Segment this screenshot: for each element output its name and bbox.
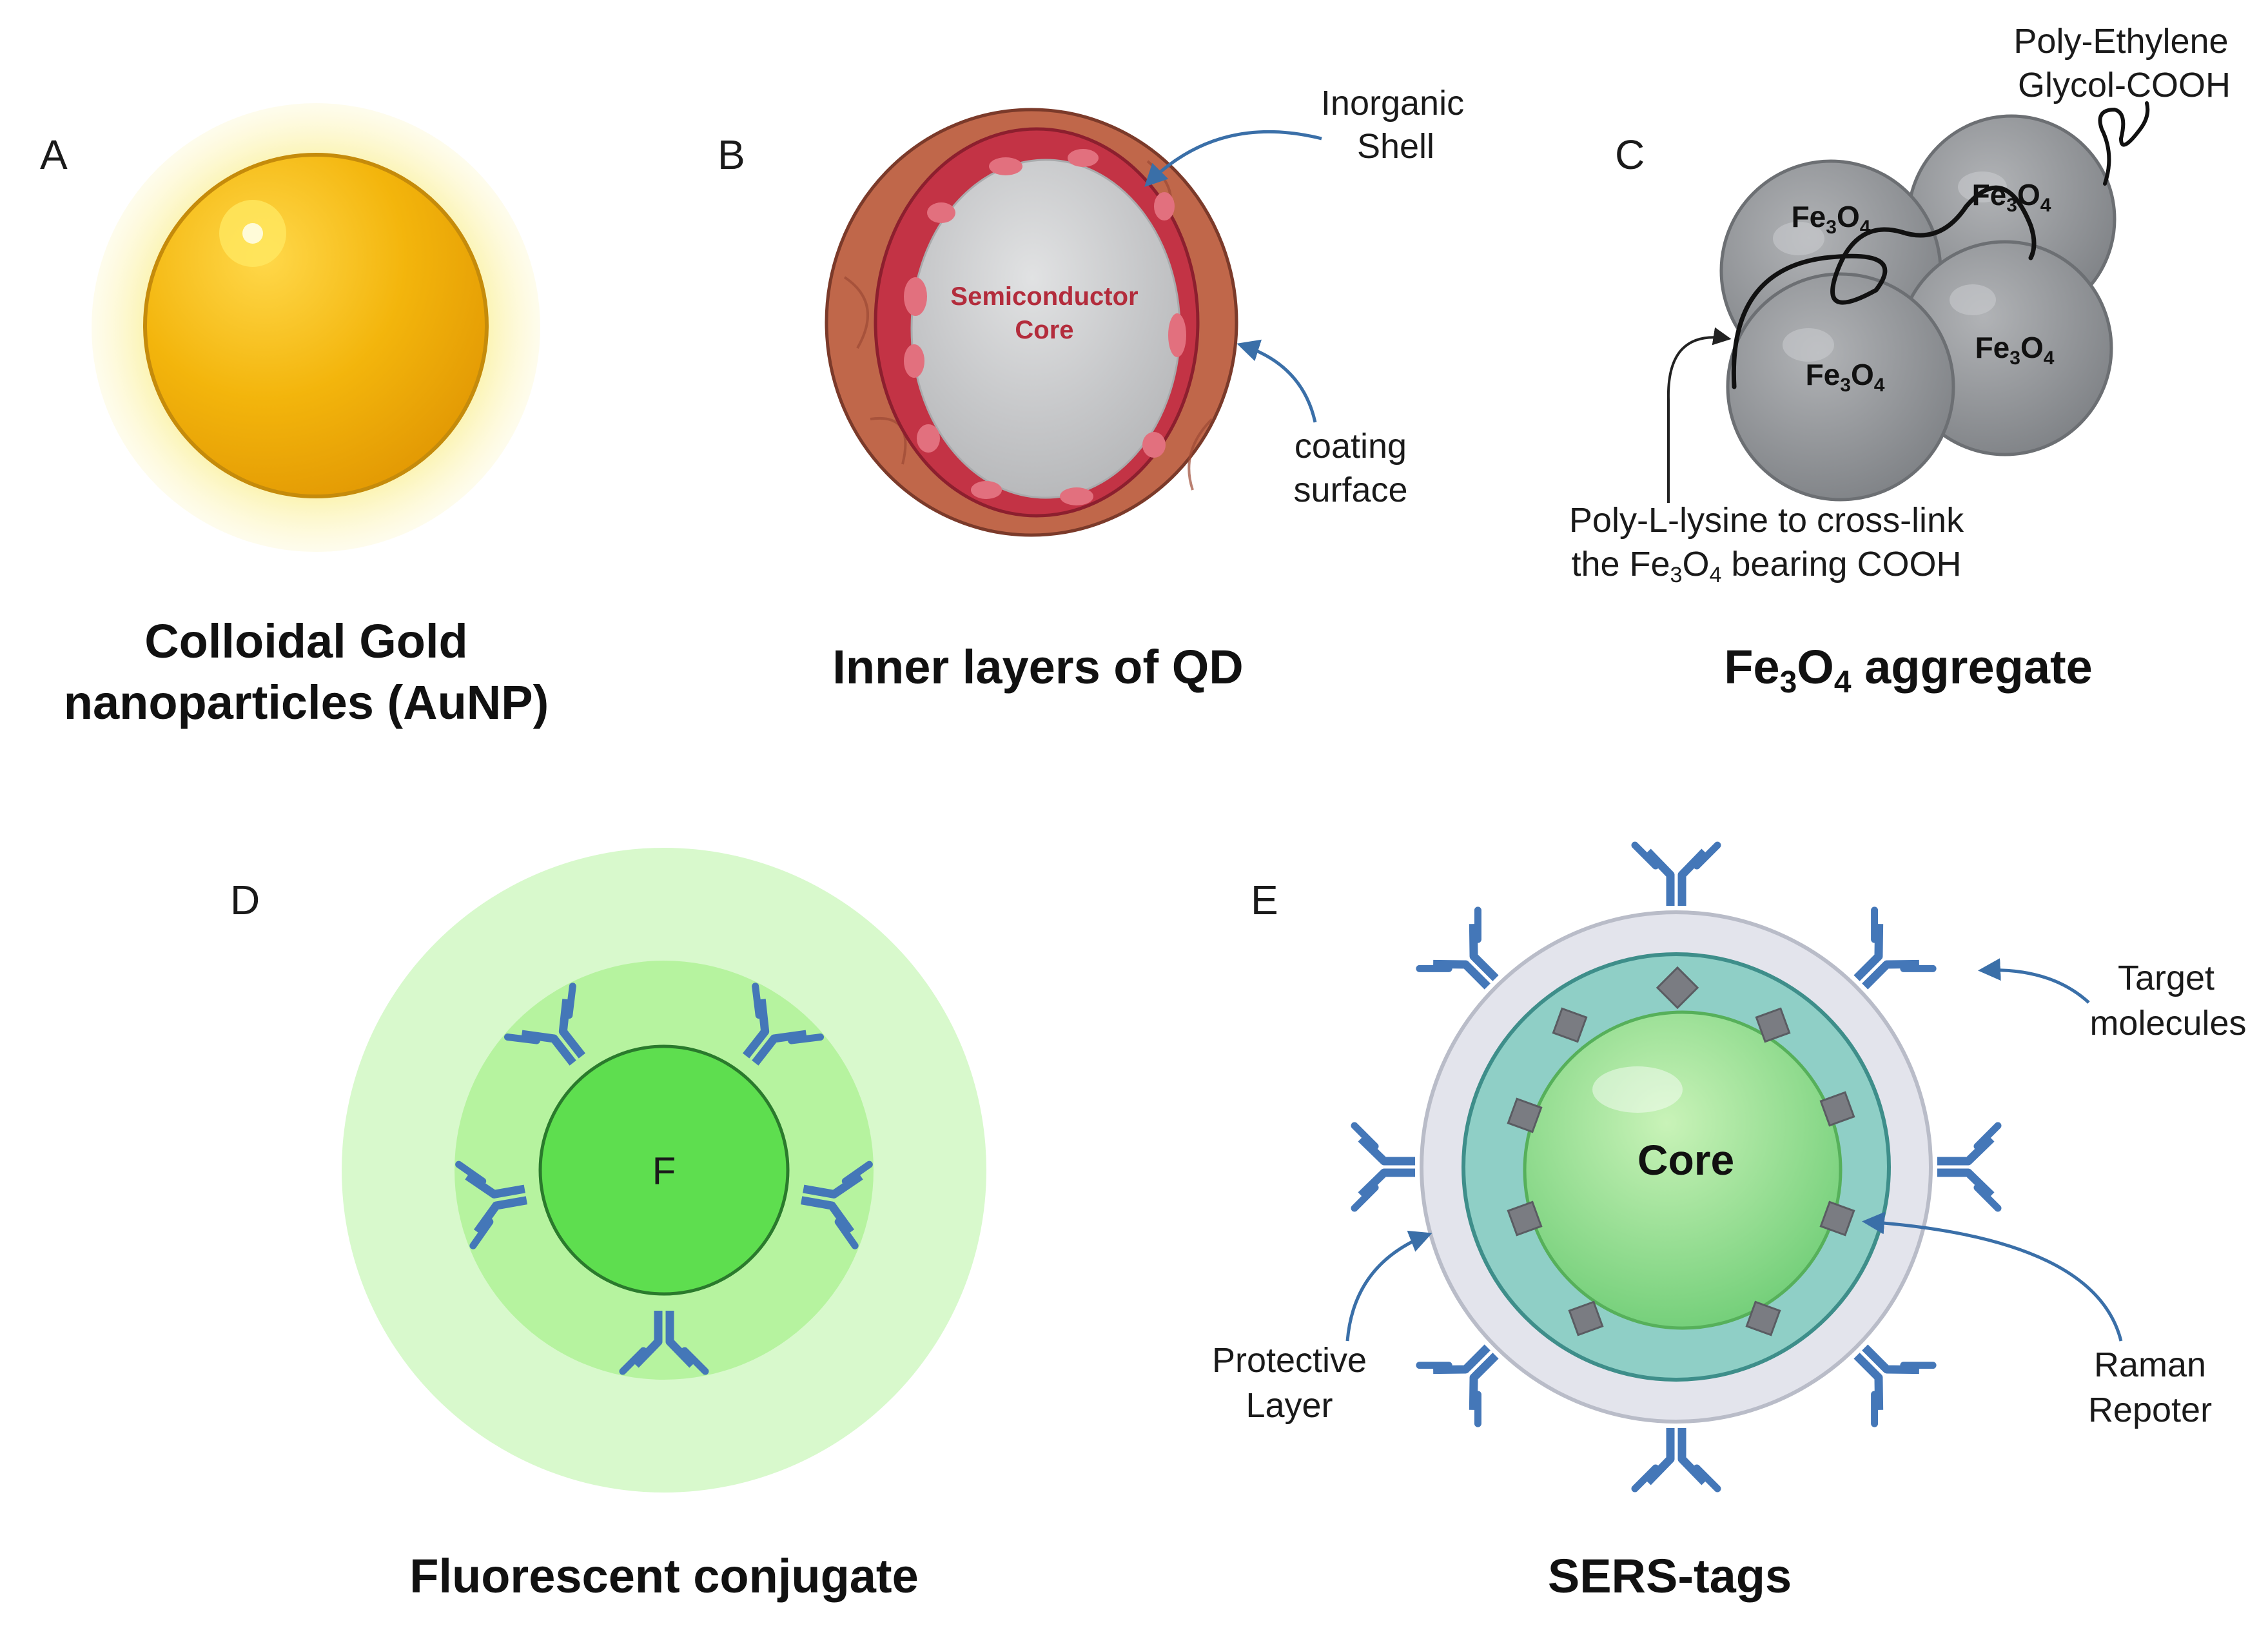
core-label: Core xyxy=(1637,1136,1734,1184)
fluorophore-core xyxy=(538,1044,790,1296)
core-label-line2: Core xyxy=(1015,316,1073,344)
gold-shine xyxy=(242,223,263,244)
sphere-highlight xyxy=(1783,328,1834,362)
shell-annotation-line1: Inorganic xyxy=(1321,84,1464,122)
title-c: Fe3O4 aggregate xyxy=(1724,640,2093,700)
fe3o4-sphere-bottom-left xyxy=(1726,272,1955,502)
raman-annotation-line1: Raman xyxy=(2094,1346,2206,1384)
sphere-highlight xyxy=(1958,171,2007,202)
title-a-line1: Colloidal Gold xyxy=(144,614,468,668)
peg-annotation-line1: Poly-Ethylene xyxy=(2013,22,2228,61)
sphere-highlight xyxy=(1950,284,1996,315)
panel-letter-c: C xyxy=(1615,132,1645,178)
sphere-highlight xyxy=(1773,222,1824,255)
panel-d: D F Fluorescent conjugate xyxy=(230,848,986,1603)
fe3o4-label-4: Fe3O4 xyxy=(1806,358,1885,396)
panel-c: C Fe3O4 Fe3O4 Fe3O4 Fe3O4 Poly-Ethylene … xyxy=(1569,22,2231,700)
coating-annotation-line1: coating xyxy=(1295,427,1407,465)
shell-arrow xyxy=(1144,130,1322,187)
protective-annotation-line2: Layer xyxy=(1246,1386,1333,1425)
title-e: SERS-tags xyxy=(1548,1549,1792,1603)
panel-letter-a: A xyxy=(40,132,68,178)
fe3o4-label-3: Fe3O4 xyxy=(1975,331,2055,369)
title-b: Inner layers of QD xyxy=(832,640,1243,694)
raman-annotation-line2: Repoter xyxy=(2088,1391,2212,1429)
target-arrow xyxy=(1978,958,2090,1004)
protective-arrow xyxy=(1345,1230,1432,1342)
peg-chain xyxy=(2098,101,2150,186)
protective-annotation-line1: Protective xyxy=(1212,1341,1367,1380)
panel-letter-b: B xyxy=(718,132,745,178)
core-label-line1: Semiconductor xyxy=(950,282,1138,311)
antibody xyxy=(1635,1428,1717,1489)
fe3o4-label-1: Fe3O4 xyxy=(1792,200,1871,238)
pll-annotation-line1: Poly-L-lysine to cross-link xyxy=(1569,501,1964,540)
poly-l-lysine-chain xyxy=(1731,185,2037,389)
antibody xyxy=(1354,1126,1415,1208)
target-annotation-line2: molecules xyxy=(2089,1004,2246,1043)
gold-nanoparticle xyxy=(143,153,489,498)
antibody xyxy=(1937,1126,1998,1208)
panel-e: E Core Target molecules xyxy=(1212,845,2247,1603)
coating-arrow xyxy=(1237,339,1317,423)
panel-letter-e: E xyxy=(1251,877,1278,923)
coating-annotation-line2: surface xyxy=(1293,471,1407,509)
fluorophore-label: F xyxy=(652,1150,676,1193)
title-a-line2: nanoparticles (AuNP) xyxy=(64,676,549,729)
peg-annotation-line2: Glycol-COOH xyxy=(2018,66,2231,104)
shell-annotation-line2: Shell xyxy=(1357,127,1434,166)
raman-arrow xyxy=(1862,1211,2123,1342)
panel-letter-d: D xyxy=(230,877,260,923)
panel-a: A Colloidal Gold nanoparticles (AuNP) xyxy=(40,103,549,729)
target-annotation-line1: Target xyxy=(2118,959,2214,997)
panel-b: B Semiconductor Core Inorganic Shell coa… xyxy=(718,84,1464,694)
pll-arrow xyxy=(1667,327,1732,503)
title-d: Fluorescent conjugate xyxy=(409,1549,918,1603)
raman-reporters xyxy=(1507,966,1855,1336)
pll-annotation-line2: the Fe3O4 bearing COOH xyxy=(1571,545,1961,587)
antibody xyxy=(1635,845,1717,906)
sers-core xyxy=(1523,1010,1843,1330)
core-highlight xyxy=(1592,1066,1683,1113)
shell-bumps xyxy=(904,149,1186,505)
